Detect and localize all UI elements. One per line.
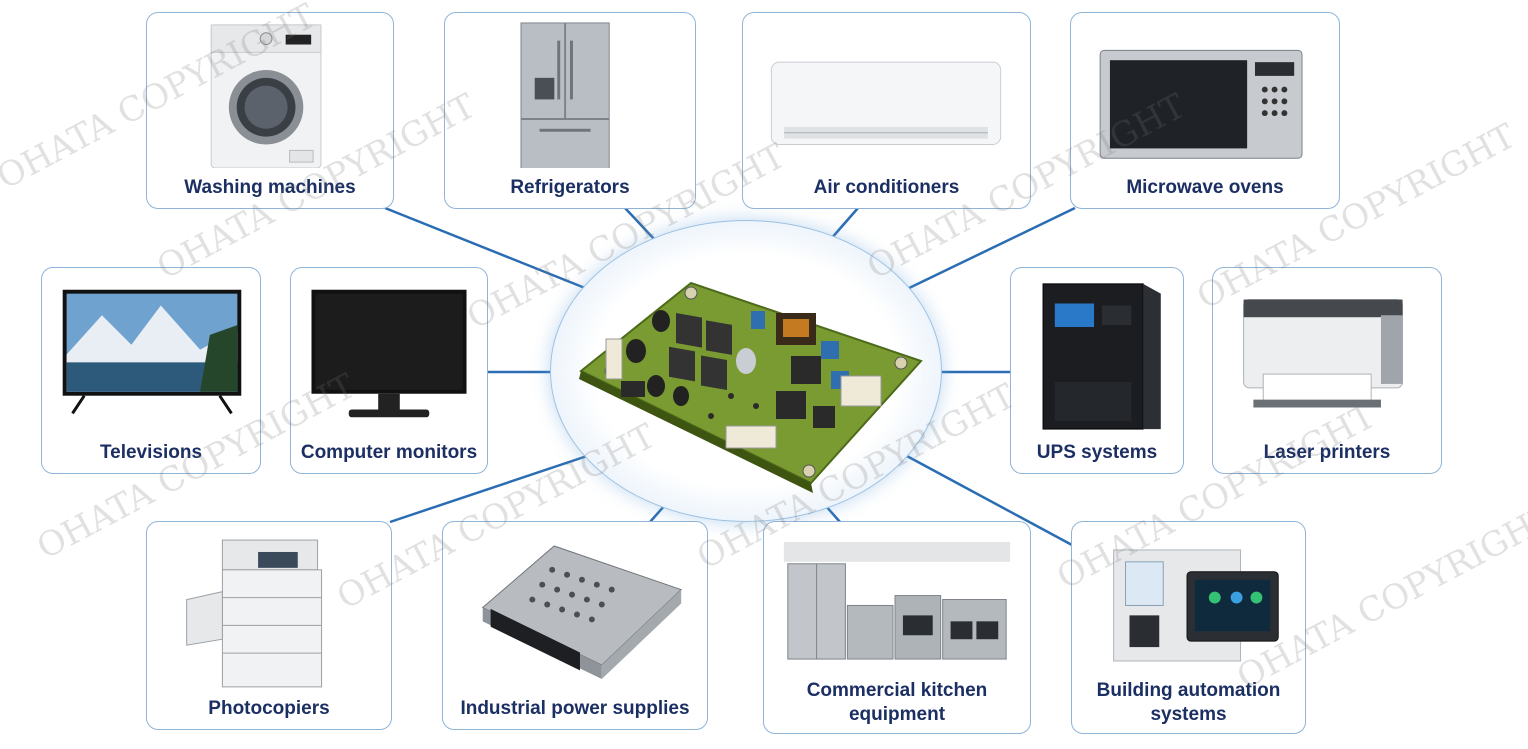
card-photocopiers: Photocopiers (146, 521, 392, 730)
computer-monitor-icon (291, 276, 487, 433)
connector-air (829, 207, 859, 241)
television-icon (42, 276, 260, 433)
kitchen-equipment-icon (764, 530, 1030, 671)
label-televisions: Televisions (99, 442, 203, 463)
connector-washing (384, 206, 591, 292)
pcb-hub (550, 220, 942, 522)
building-automation-icon (1072, 530, 1305, 671)
label-ups-systems: UPS systems (1036, 442, 1158, 463)
laser-printer-icon (1213, 276, 1441, 433)
card-air-conditioners: Air conditioners (742, 12, 1031, 209)
label-commercial-kitchen-equipment: Commercial kitchen equipment (806, 680, 988, 725)
air-conditioner-icon (743, 21, 1030, 168)
card-building-automation-systems: Building automation systems (1071, 521, 1306, 734)
label-air-conditioners: Air conditioners (813, 177, 960, 198)
label-building-automation-systems: Building automation systems (1096, 680, 1281, 725)
card-industrial-power-supplies: Industrial power supplies (442, 521, 708, 730)
card-televisions: Televisions (41, 267, 261, 474)
washing-machine-icon (147, 21, 393, 169)
connector-refrigerators (624, 207, 656, 241)
label-refrigerators: Refrigerators (510, 177, 630, 198)
card-washing-machines: Washing machines (146, 12, 394, 209)
label-microwave-ovens: Microwave ovens (1126, 177, 1284, 198)
label-computer-monitors: Computer monitors (300, 442, 478, 463)
label-photocopiers: Photocopiers (208, 698, 330, 719)
label-industrial-power-supplies: Industrial power supplies (460, 698, 690, 719)
connector-building (904, 453, 1073, 547)
microwave-oven-icon (1071, 21, 1339, 168)
photocopier-icon (147, 530, 391, 689)
pcb-board-icon (579, 281, 923, 493)
refrigerator-icon (445, 21, 695, 171)
label-laser-printers: Laser printers (1263, 442, 1391, 463)
card-laser-printers: Laser printers (1212, 267, 1442, 474)
power-supply-icon (443, 530, 707, 689)
connector-microwave (904, 206, 1076, 292)
card-ups-systems: UPS systems (1010, 267, 1184, 474)
card-microwave-ovens: Microwave ovens (1070, 12, 1340, 209)
card-computer-monitors: Computer monitors (290, 267, 488, 474)
label-washing-machines: Washing machines (184, 177, 356, 198)
card-refrigerators: Refrigerators (444, 12, 696, 209)
card-commercial-kitchen-equipment: Commercial kitchen equipment (763, 521, 1031, 734)
ups-system-icon (1011, 276, 1183, 433)
connector-photocopiers (389, 453, 591, 524)
